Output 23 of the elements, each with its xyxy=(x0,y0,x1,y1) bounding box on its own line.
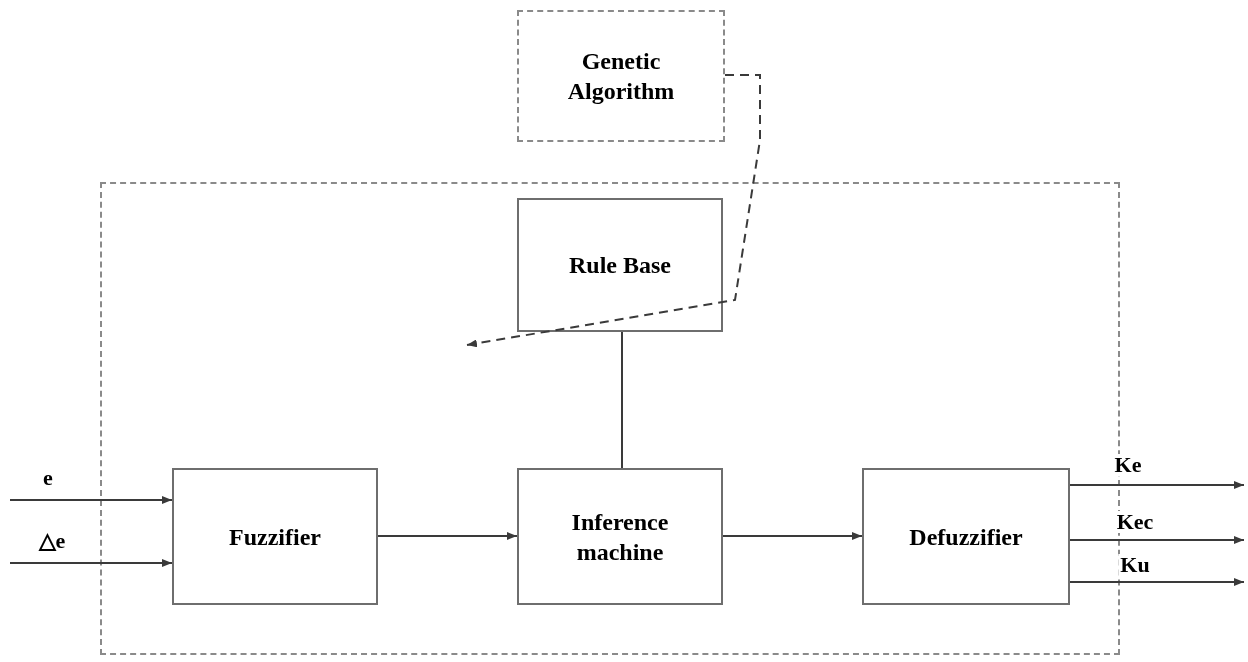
arrow xyxy=(1069,481,1245,489)
arrow xyxy=(1069,578,1245,586)
connector-line xyxy=(621,331,623,469)
process-box xyxy=(517,198,723,332)
edge-label: △e xyxy=(36,530,68,552)
arrow xyxy=(377,532,518,540)
arrow xyxy=(9,559,173,567)
process-box xyxy=(862,468,1070,605)
box-label: Inference machine xyxy=(570,507,670,567)
edge-label: Kec xyxy=(1114,511,1156,533)
edge-label: Ku xyxy=(1118,554,1152,576)
arrow xyxy=(9,496,173,504)
box-label: Defuzzifier xyxy=(908,522,1024,552)
box-label: Genetic Algorithm xyxy=(566,47,676,106)
arrow xyxy=(1069,536,1245,544)
dashed-arrow xyxy=(466,74,761,348)
edge-label: Ke xyxy=(1112,454,1144,476)
box-label: Fuzzifier xyxy=(228,522,322,552)
process-box xyxy=(172,468,378,605)
dashed-box xyxy=(517,10,725,142)
box-label: Rule Base xyxy=(568,251,672,280)
arrow xyxy=(722,532,863,540)
process-box xyxy=(517,468,723,605)
